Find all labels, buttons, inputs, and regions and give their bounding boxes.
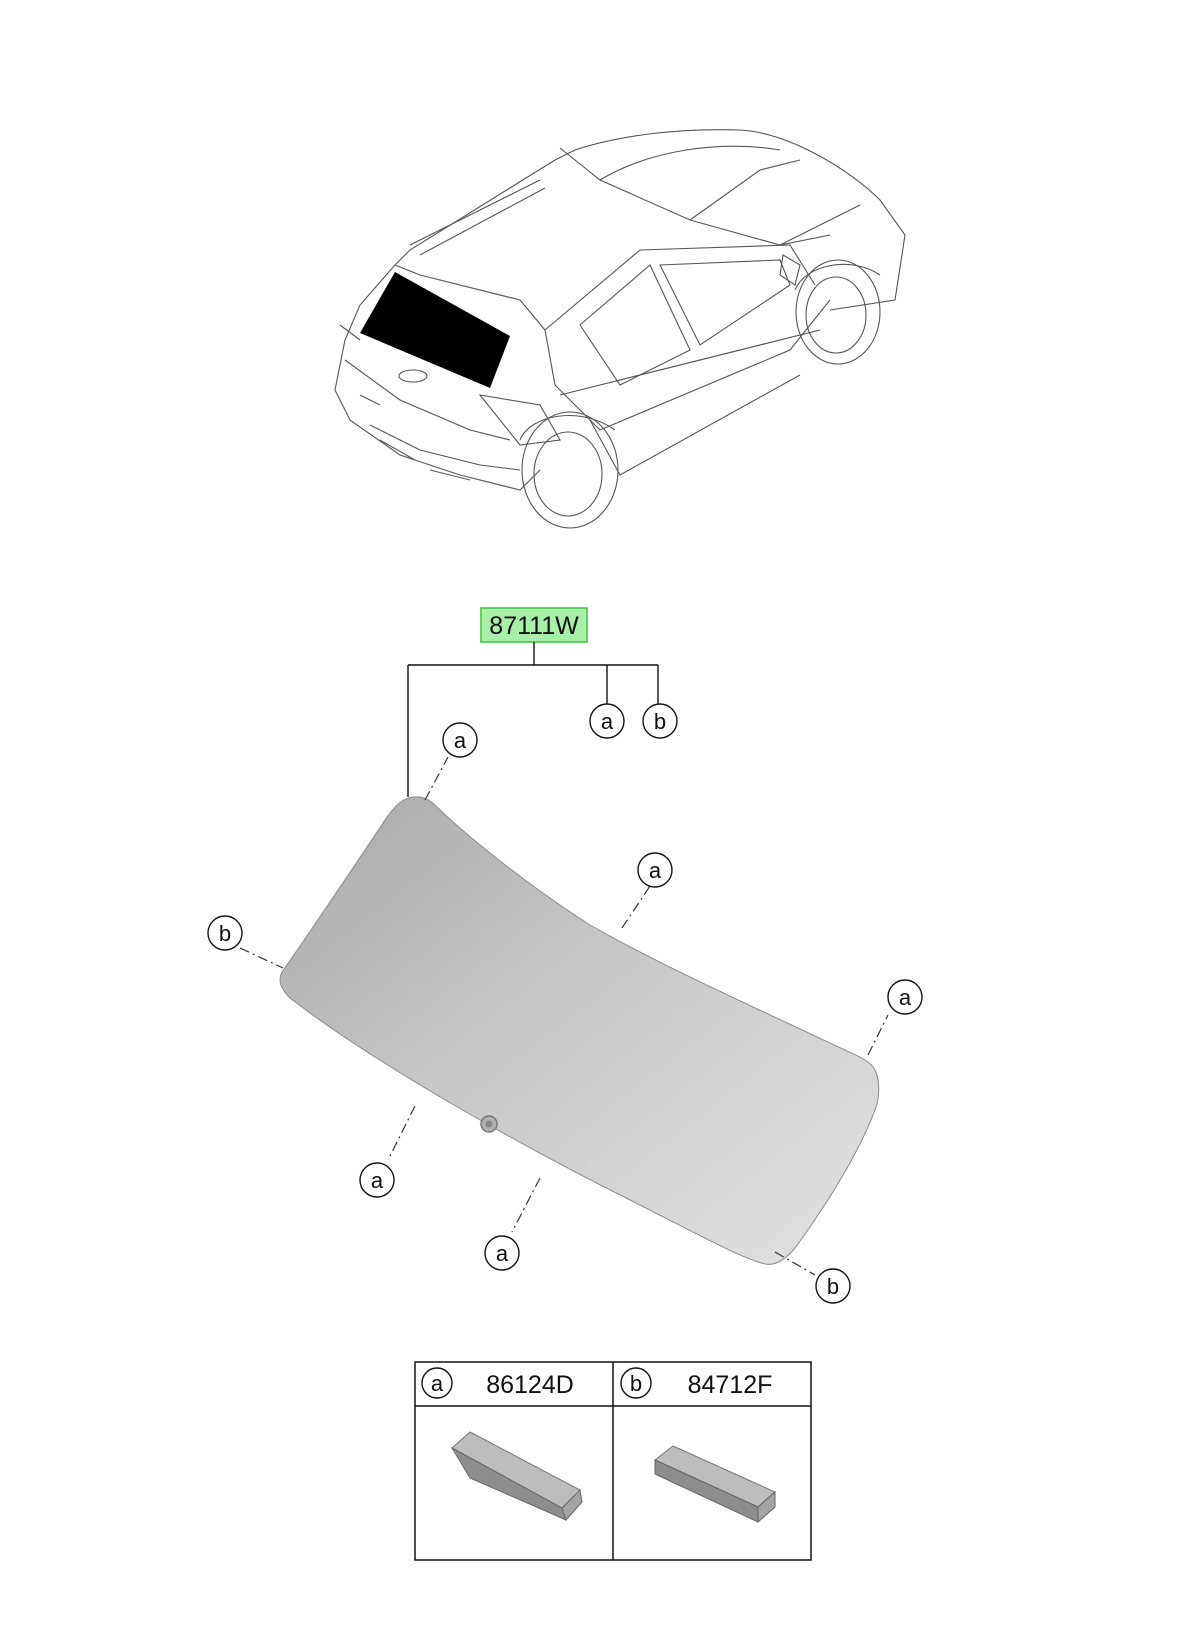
svg-text:a: a	[496, 1241, 509, 1266]
callout-a-lower-left[interactable]: a	[359, 1162, 395, 1198]
rear-window-glass	[279, 796, 880, 1265]
svg-text:a: a	[371, 1168, 384, 1193]
callout-a-upper-left[interactable]: a	[442, 722, 478, 758]
main-part-label[interactable]: 87111W	[480, 607, 588, 643]
dashed-leaders	[239, 756, 889, 1276]
legend-item-a[interactable]: a 86124D	[421, 1367, 574, 1399]
svg-text:a: a	[899, 985, 912, 1010]
legend-table: a 86124D b 84712F	[414, 1361, 812, 1561]
car-illustration	[334, 129, 906, 529]
svg-text:b: b	[827, 1274, 839, 1299]
svg-text:b: b	[219, 921, 231, 946]
callout-a-right[interactable]: a	[887, 979, 923, 1015]
svg-text:a: a	[431, 1371, 444, 1396]
callout-a-upper-center[interactable]: a	[637, 852, 673, 888]
part-number-87111W[interactable]: 87111W	[489, 612, 579, 640]
rear-window-highlight	[360, 272, 510, 388]
part-number-86124D[interactable]: 86124D	[486, 1371, 574, 1399]
callout-b-left[interactable]: b	[207, 915, 243, 951]
part-number-84712F[interactable]: 84712F	[688, 1371, 773, 1399]
callout-a-lower-center[interactable]: a	[484, 1235, 520, 1271]
legend-item-b[interactable]: b 84712F	[620, 1367, 773, 1399]
svg-text:a: a	[454, 728, 467, 753]
svg-text:a: a	[649, 858, 662, 883]
main-leader-lines	[407, 642, 659, 797]
glass-panel	[279, 796, 880, 1265]
svg-text:b: b	[630, 1371, 642, 1396]
part-b-illustration	[654, 1445, 776, 1524]
callout-b-lower-right[interactable]: b	[815, 1268, 851, 1304]
callout-b-top-right[interactable]: b	[642, 703, 678, 739]
part-a-illustration	[450, 1431, 583, 1521]
svg-text:b: b	[654, 709, 666, 734]
callout-a-top-right-1[interactable]: a	[589, 703, 625, 739]
part-number-highlight	[480, 607, 588, 643]
svg-text:a: a	[601, 709, 614, 734]
